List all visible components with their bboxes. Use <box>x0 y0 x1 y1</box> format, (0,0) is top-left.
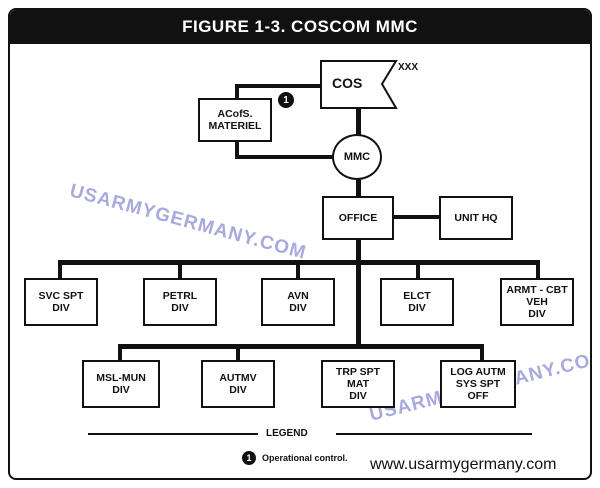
avn-div-box: AVN DIV <box>261 278 335 326</box>
row1-drop-elct <box>416 260 420 280</box>
row2-drop-log <box>480 344 484 362</box>
row1-drop-armt <box>536 260 540 280</box>
watermark-left: USARMYGERMANY.COM <box>67 180 309 264</box>
svc-spt-div-box: SVC SPT DIV <box>24 278 98 326</box>
connector-acofs-down <box>235 140 239 158</box>
cos-rank: XXX <box>398 62 419 73</box>
connector-acofs-cos <box>235 84 323 88</box>
cos-flag <box>320 60 398 109</box>
row1-drop-avn <box>296 260 300 280</box>
elct-div-box: ELCT DIV <box>380 278 454 326</box>
figure-frame: FIGURE 1-3. COSCOM MMC USARMYGERMANY.COM… <box>8 8 592 480</box>
connector-mmc-office <box>356 178 361 198</box>
mmc-circle: MMC <box>332 134 382 180</box>
connector-office-row1 <box>356 238 361 264</box>
autmv-div-box: AUTMV DIV <box>201 360 275 408</box>
connector-acofs-up <box>235 84 239 98</box>
row1-drop-svc <box>58 260 62 280</box>
armt-cbt-veh-div-box: ARMT - CBT VEH DIV <box>500 278 574 326</box>
operational-control-badge: 1 <box>278 92 294 108</box>
office-box: OFFICE <box>322 196 394 240</box>
row2-bar <box>118 344 484 349</box>
unit-hq-box: UNIT HQ <box>439 196 513 240</box>
connector-row1-row2 <box>356 260 361 348</box>
figure-title: FIGURE 1-3. COSCOM MMC <box>10 10 590 44</box>
petrl-div-box: PETRL DIV <box>143 278 217 326</box>
connector-cos-mmc <box>356 108 361 138</box>
row2-drop-msl <box>118 344 122 362</box>
legend-rule-left <box>88 433 258 435</box>
acofs-materiel-box: ACofS. MATERIEL <box>198 98 272 142</box>
row2-drop-autmv <box>236 344 240 362</box>
row1-drop-petrl <box>178 260 182 280</box>
msl-mun-div-box: MSL-MUN DIV <box>82 360 160 408</box>
trp-spt-mat-div-box: TRP SPT MAT DIV <box>321 360 395 408</box>
legend-marker: 1 <box>242 451 256 465</box>
legend-title: LEGEND <box>266 428 308 439</box>
legend-rule-right <box>336 433 532 435</box>
site-url: www.usarmygermany.com <box>370 456 557 473</box>
connector-office-unithq <box>393 215 441 219</box>
legend-item: Operational control. <box>262 453 348 463</box>
cos-label: COS <box>332 75 363 91</box>
log-autm-sys-spt-off-box: LOG AUTM SYS SPT OFF <box>440 360 516 408</box>
connector-acofs-mmc <box>235 155 335 159</box>
